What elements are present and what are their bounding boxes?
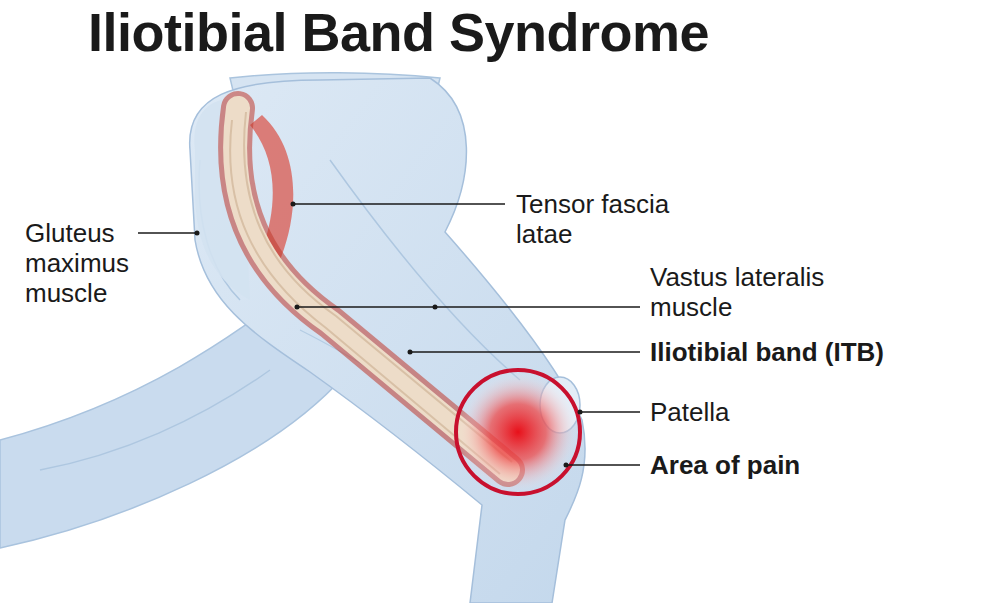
part-label: Vastus lateralis muscle <box>650 262 880 322</box>
leader-line <box>566 464 640 466</box>
part-label: Gluteus maximus muscle <box>25 218 145 308</box>
leader-dot <box>578 410 583 415</box>
leader-line <box>293 203 505 205</box>
leader-dot <box>291 202 296 207</box>
leader-dot <box>295 305 300 310</box>
leader-dot <box>408 350 413 355</box>
leader-dot <box>195 231 200 236</box>
leader-line <box>580 411 640 413</box>
leader-line <box>410 351 640 353</box>
part-label: Tensor fascia latae <box>516 189 716 249</box>
part-label: Iliotibial band (ITB) <box>650 337 970 367</box>
leader-line <box>297 306 640 308</box>
front-leg <box>190 78 585 603</box>
leader-dot <box>564 463 569 468</box>
muscle-line <box>40 370 270 470</box>
part-label: Patella <box>650 397 850 427</box>
leader-line <box>138 232 197 234</box>
pain-circle <box>456 370 580 494</box>
part-label: Area of pain <box>650 450 890 480</box>
diagram-title: Iliotibial Band Syndrome <box>88 2 709 62</box>
pain-glow <box>456 370 580 494</box>
leader-dot <box>433 305 438 310</box>
